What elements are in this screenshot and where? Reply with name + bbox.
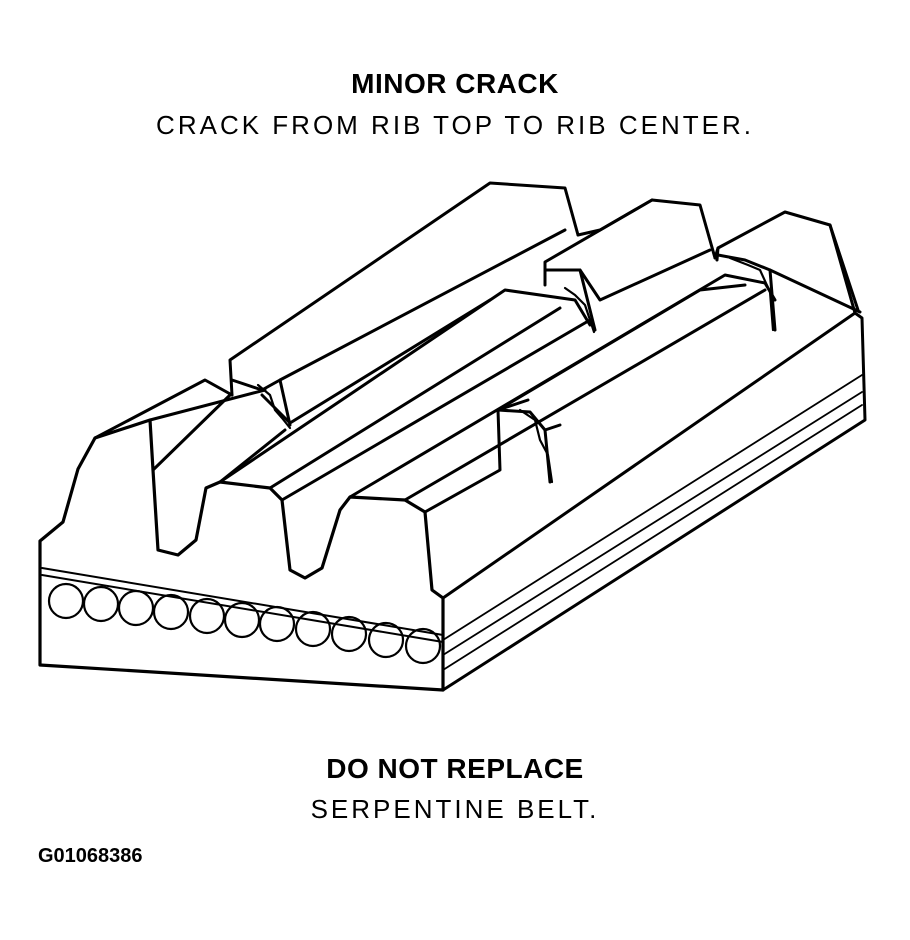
figure-id-label: G01068386 <box>38 845 143 867</box>
header-title: MINOR CRACK <box>351 68 559 99</box>
belt-end-face <box>38 418 445 692</box>
rib-groove-lines <box>149 419 433 591</box>
belt-side-face <box>441 311 867 692</box>
crack-marks <box>256 256 775 484</box>
belt-side-lines <box>442 374 863 671</box>
rib-2 <box>218 288 592 502</box>
rib-3-back <box>715 210 862 332</box>
rib-1 <box>93 378 287 484</box>
tensile-cords <box>47 582 442 665</box>
footer-subtitle: SERPENTINE BELT. <box>310 794 600 824</box>
rib-3-front <box>496 283 747 484</box>
belt-backing-lines <box>41 567 444 643</box>
header-subtitle: CRACK FROM RIB TOP TO RIB CENTER. <box>156 110 754 140</box>
rib-2-back <box>543 198 717 332</box>
footer-title: DO NOT REPLACE <box>326 753 584 784</box>
belt-top-back-edge <box>576 198 857 315</box>
rib-1-back <box>228 181 580 427</box>
